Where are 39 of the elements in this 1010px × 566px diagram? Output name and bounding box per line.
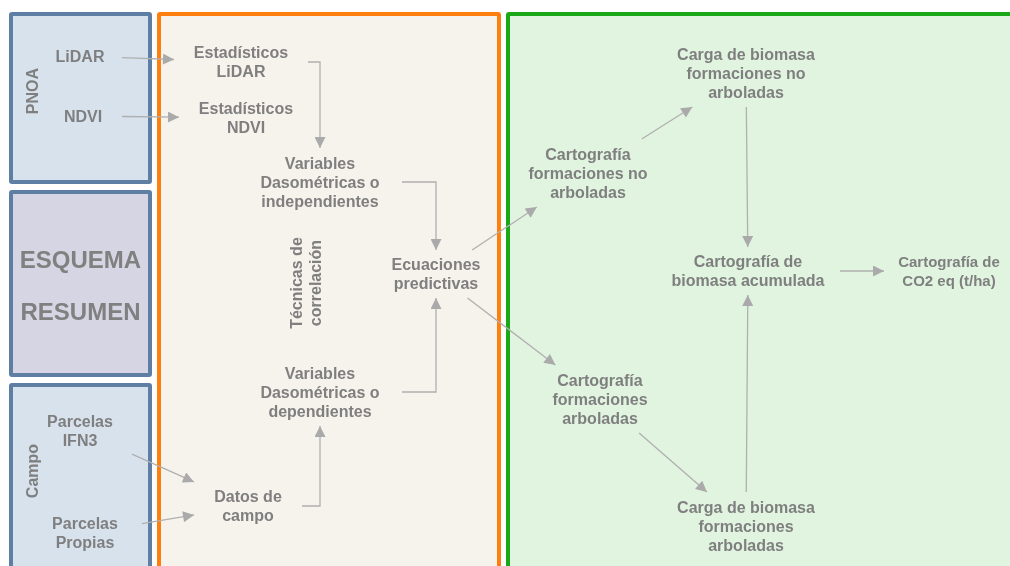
- panel-label: PNOA: [24, 66, 42, 117]
- arrow: [742, 294, 754, 493]
- results-panel: [506, 12, 1010, 566]
- node-label: Cartografía formaciones arboladas: [533, 369, 667, 429]
- arrow: [121, 53, 175, 65]
- node-label: NDVI: [48, 105, 118, 127]
- source-panel: [9, 383, 152, 566]
- source-panel: [9, 12, 152, 184]
- arrow: [307, 61, 326, 149]
- title-text: ESQUEMA RESUMEN: [18, 245, 143, 327]
- title-panel: [9, 190, 152, 377]
- node-label: Cartografía de CO2 eq (t/ha): [888, 251, 1010, 291]
- node-label: Ecuaciones predictivas: [380, 254, 492, 294]
- node-label: Parcelas Propias: [32, 512, 138, 554]
- arrow: [641, 106, 693, 140]
- arrow: [141, 511, 195, 525]
- node-label: Estadísticos NDVI: [183, 98, 309, 138]
- process-panel: [157, 12, 501, 566]
- node-label: Datos de campo: [198, 485, 298, 527]
- rotated-label: Técnicas de correlación: [287, 236, 325, 331]
- arrow: [121, 111, 180, 123]
- arrow: [466, 297, 557, 366]
- arrow: [401, 297, 442, 393]
- node-label: Estadísticos LiDAR: [178, 42, 304, 82]
- arrow: [401, 181, 442, 251]
- panel-label: Campo: [24, 442, 42, 501]
- node-label: Variables Dasométricas o dependientes: [242, 362, 398, 422]
- arrow: [131, 453, 195, 483]
- node-label: Cartografía formaciones no arboladas: [516, 143, 660, 203]
- arrow: [742, 106, 754, 248]
- arrow: [638, 432, 708, 493]
- node-label: Variables Dasométricas o independientes: [242, 152, 398, 212]
- node-label: Carga de biomasa formaciones no arboladas: [660, 43, 832, 103]
- arrow: [471, 206, 538, 251]
- node-label: Carga de biomasa formaciones arboladas: [660, 496, 832, 556]
- arrow: [839, 265, 885, 277]
- node-label: LiDAR: [42, 45, 118, 67]
- arrow: [301, 425, 326, 507]
- node-label: Cartografía de biomasa acumulada: [660, 251, 836, 291]
